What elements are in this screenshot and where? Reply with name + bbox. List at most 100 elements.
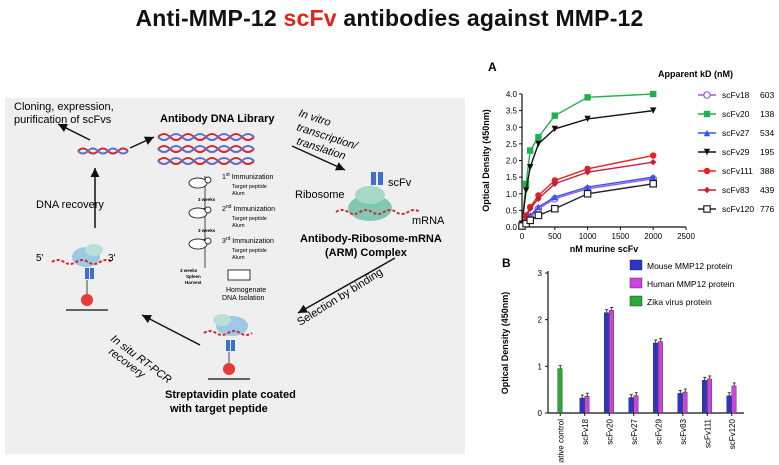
legend-label: Zika virus protein xyxy=(647,297,712,307)
legend-marker xyxy=(703,129,711,137)
data-point xyxy=(522,180,530,187)
x-tick-label: scFv20 xyxy=(605,418,614,444)
bar-scFv120-Mouse MMP12 protein xyxy=(726,395,732,414)
arrow-selection xyxy=(297,257,396,314)
dna-library-icon xyxy=(157,133,255,165)
data-point xyxy=(551,193,558,201)
legend-kd: 603 xyxy=(760,90,774,100)
data-point xyxy=(650,90,657,98)
page-title: Anti-MMP-12 scFv antibodies against MMP-… xyxy=(0,5,779,32)
x-tick-label: Negative control xyxy=(556,419,565,463)
svg-text:Alum: Alum xyxy=(232,191,245,197)
title-highlight: scFv xyxy=(283,5,337,31)
data-point xyxy=(551,177,558,184)
legend-swatch xyxy=(629,295,643,307)
legend-label: scFv111 xyxy=(722,166,753,176)
data-point xyxy=(650,158,657,166)
weeks-label-1: 3 weeks xyxy=(198,197,216,202)
homogenate-line1: Homogenate xyxy=(226,287,266,294)
arrow-to-cloning xyxy=(57,123,91,141)
data-point xyxy=(527,147,534,154)
arrow-in-vitro xyxy=(291,145,346,171)
data-point xyxy=(550,204,559,213)
legend-marker xyxy=(703,186,711,194)
bar-scFv27-Mouse MMP12 protein xyxy=(628,397,634,414)
legend-marker xyxy=(703,205,711,213)
immunization-2: 2nd Immunization Target peptide Alum xyxy=(222,204,275,229)
data-point xyxy=(551,112,558,119)
legend-marker xyxy=(703,91,711,99)
svg-text:2nd Immunization: 2nd Immunization xyxy=(222,204,275,213)
weeks-label-2: 3 weeks xyxy=(198,228,216,233)
cloning-line1: Cloning, expression, xyxy=(14,101,114,113)
data-point xyxy=(649,179,658,188)
data-point xyxy=(535,203,542,211)
bar-scFv83-Human MMP12 protein xyxy=(682,391,688,414)
harvest-line1: 3 weeks xyxy=(180,268,198,273)
svg-text:Target peptide: Target peptide xyxy=(232,184,267,190)
legend-swatch xyxy=(629,259,643,271)
legend-label: scFv27 xyxy=(722,128,750,138)
svg-text:Target peptide: Target peptide xyxy=(232,248,267,254)
svg-text:Alum: Alum xyxy=(232,255,245,261)
y-tick-label: 2.5 xyxy=(506,140,518,149)
legend-label: scFv83 xyxy=(722,185,750,195)
data-point xyxy=(584,165,591,173)
y-tick-label: 2 xyxy=(538,316,543,325)
legend-label: scFv18 xyxy=(722,90,750,100)
harvest-line2: Spleen xyxy=(186,274,201,279)
y-tick-label: 0 xyxy=(538,409,543,418)
y-tick-label: 1 xyxy=(538,362,543,371)
legend-kd: 388 xyxy=(760,166,774,176)
legend-item-1: Human MMP12 protein xyxy=(629,277,735,289)
series-scFv18 xyxy=(518,174,658,230)
arm-line2: (ARM) Complex xyxy=(325,247,408,259)
bar-scFv29-Mouse MMP12 protein xyxy=(653,342,658,414)
data-point xyxy=(535,140,542,148)
three-prime-label: 3' xyxy=(108,253,116,264)
x-tick-label: 500 xyxy=(548,232,562,241)
legend-label: scFv20 xyxy=(722,109,750,119)
x-axis-label: nM murine scFv xyxy=(570,244,639,254)
legend-kd: 195 xyxy=(760,147,774,157)
arrow-rt-pcr xyxy=(141,314,201,346)
y-tick-label: 0.5 xyxy=(506,206,518,215)
legend-label: Mouse MMP12 protein xyxy=(647,261,733,271)
arm-line1: Antibody-Ribosome-mRNA xyxy=(300,233,442,245)
panel-label-b: B xyxy=(502,256,511,270)
bar-scFv27-Human MMP12 protein xyxy=(633,395,639,414)
legend-marker xyxy=(703,148,711,156)
svg-text:3rd Immunization: 3rd Immunization xyxy=(222,236,274,245)
legend-swatch xyxy=(629,277,643,289)
bar-scFv20-Human MMP12 protein xyxy=(609,310,614,414)
x-tick-label: 0 xyxy=(520,232,525,241)
data-point xyxy=(584,94,591,101)
y-tick-label: 1.5 xyxy=(506,173,518,182)
y-axis-label: Optical Density (450nm) xyxy=(500,292,510,395)
bar-scFv111-Mouse MMP12 protein xyxy=(702,380,707,414)
data-point xyxy=(522,187,530,194)
y-tick-label: 1.0 xyxy=(506,190,518,199)
bar-scFv83-Mouse MMP12 protein xyxy=(677,393,683,414)
x-tick-label: scFv83 xyxy=(679,418,688,444)
library-label: Antibody DNA Library xyxy=(160,113,275,125)
bar-Negative control-Zika virus protein xyxy=(557,368,563,414)
legend-marker xyxy=(703,167,711,175)
x-tick-label: scFv29 xyxy=(654,418,663,444)
bar-scFv20-Mouse MMP12 protein xyxy=(604,312,609,414)
bar-scFv18-Human MMP12 protein xyxy=(584,395,590,414)
data-point xyxy=(526,216,535,225)
legend-title: Apparent kD (nM) xyxy=(658,69,733,79)
x-tick-label: scFv18 xyxy=(581,418,590,444)
y-tick-label: 3 xyxy=(538,269,543,278)
recovery-complex-icon xyxy=(51,244,113,311)
cloning-line2: purification of scFvs xyxy=(14,114,112,126)
svg-text:Alum: Alum xyxy=(232,223,245,229)
legend-item-2: Zika virus protein xyxy=(629,295,712,307)
y-tick-label: 0.0 xyxy=(506,223,518,232)
data-point xyxy=(551,125,558,133)
